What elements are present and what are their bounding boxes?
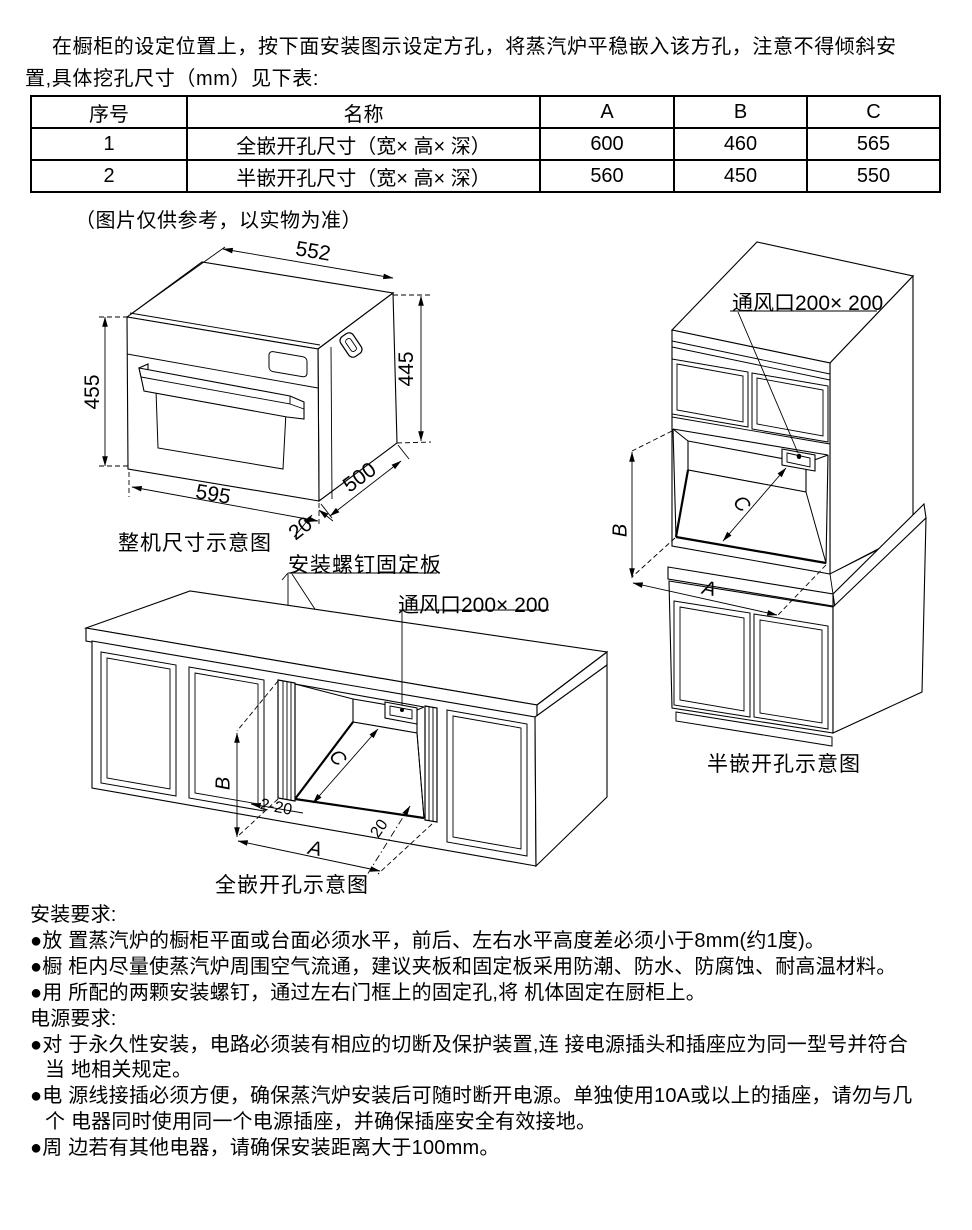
half-recess-vent-label: 通风口200× 200 (732, 292, 884, 315)
spec-table-header: C (806, 95, 941, 129)
requirements-heading: 电源要求: (30, 1008, 117, 1030)
requirement-line: ●橱 柜内尽量使蒸汽炉周围空气流通，建议夹板和固定板采用防潮、防水、防腐蚀、耐高… (30, 956, 897, 978)
oven-drawing (99, 246, 437, 791)
half-recess-drawing (629, 241, 927, 747)
requirement-line: ●周 边若有其他电器，请确保安装距离大于100mm。 (30, 1137, 500, 1159)
spec-table-cell: 565 (806, 127, 941, 161)
dim-455: 455 (81, 374, 104, 410)
intro-line-2: 置,具体挖孔尺寸（mm）见下表: (25, 68, 320, 90)
spec-table-header: 序号 (30, 95, 188, 129)
requirements-heading: 安装要求: (30, 904, 117, 926)
full-recess-vent-label: 通风口200× 200 (398, 594, 550, 617)
spec-table-cell: 半嵌开孔尺寸（宽× 高× 深） (186, 159, 541, 193)
half-recess-dim-b: B (609, 523, 632, 538)
spec-table-cell: 450 (673, 159, 808, 193)
half-recess-caption: 半嵌开孔示意图 (707, 753, 861, 776)
spec-table-header: 名称 (186, 95, 541, 129)
full-recess-caption: 全嵌开孔示意图 (215, 874, 369, 897)
requirement-line: ●电 源线接插必须方便，确保蒸汽炉安装后可随时断开电源。单独使用10A或以上的插… (30, 1085, 913, 1107)
reference-note: （图片仅供参考，以实物为准） (75, 210, 362, 232)
dim-445: 445 (395, 351, 418, 387)
requirement-line: ●用 所配的两颗安装螺钉，通过左右门框上的固定孔,将 机体固定在厨柜上。 (30, 982, 706, 1004)
spec-table-header: A (539, 95, 675, 129)
oven-caption: 整机尺寸示意图 (118, 532, 272, 555)
full-recess-dim-b: B (212, 776, 235, 791)
spec-table-cell: 2 (30, 159, 188, 193)
spec-table-cell: 1 (30, 127, 188, 161)
spec-table-cell: 全嵌开孔尺寸（宽× 高× 深） (186, 127, 541, 161)
intro-line-1: 在橱柜的设定位置上，按下面安装图示设定方孔，将蒸汽炉平稳嵌入该方孔，注意不得倾斜… (52, 36, 897, 58)
requirement-line: 个 电器同时使用同一个电源插座，并确保插座安全有效接地。 (45, 1111, 597, 1133)
spec-table-header: B (673, 95, 808, 129)
full-recess-drawing (83, 590, 609, 884)
spec-table-cell: 550 (806, 159, 941, 193)
requirement-line: 当 地相关规定。 (45, 1059, 193, 1081)
requirement-line: ●放 置蒸汽炉的橱柜平面或台面必须水平，前后、左右水平高度差必须小于8mm(约1… (30, 930, 826, 952)
screw-plate-label: 安装螺钉固定板 (288, 554, 442, 577)
spec-table-cell: 460 (673, 127, 808, 161)
spec-table-cell: 560 (539, 159, 675, 193)
requirement-line: ●对 于永久性安装，电路必须装有相应的切断及保护装置,连 接电源插头和插座应为同… (30, 1034, 908, 1056)
spec-table-cell: 600 (539, 127, 675, 161)
